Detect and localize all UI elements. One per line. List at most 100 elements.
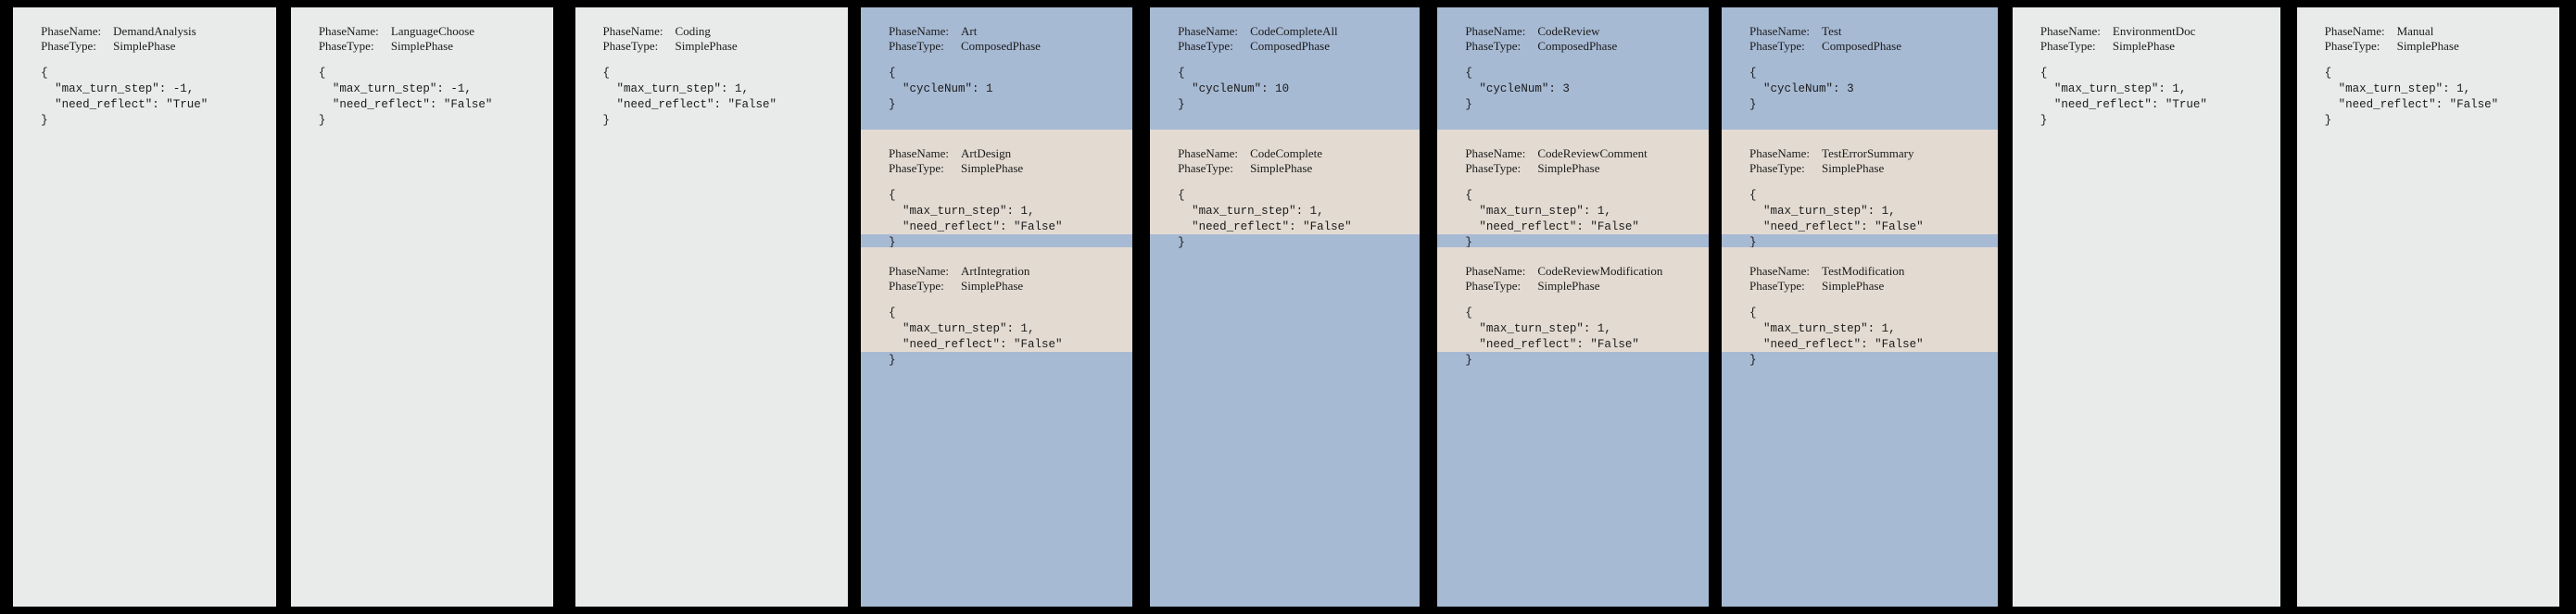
json-line: { xyxy=(2324,67,2332,80)
phase-name-label: PhaseName: xyxy=(602,24,663,38)
json-line: { xyxy=(1749,307,1757,320)
json-line: "need_reflect": "False" xyxy=(1465,338,1639,351)
phase-type-label-row: PhaseType:ComposedPhase xyxy=(1465,39,1709,54)
phase-separator-band xyxy=(1722,117,1998,130)
phase-name-label-row: PhaseName:DemandAnalysis xyxy=(41,24,276,39)
phase-name-value: Art xyxy=(961,24,978,38)
phase-name-value: Test xyxy=(1822,24,1842,38)
phase-name-label: PhaseName: xyxy=(2324,24,2385,38)
phase-type-label: PhaseType: xyxy=(1465,161,1522,175)
phase-name-label-row: PhaseName:EnvironmentDoc xyxy=(2040,24,2280,39)
phase-type-label: PhaseType: xyxy=(889,279,944,293)
phase-type-label-row: PhaseType:SimplePhase xyxy=(1178,161,1420,176)
phase-config-json: { "max_turn_step": -1, "need_reflect": "… xyxy=(41,66,276,129)
phase-name-label: PhaseName: xyxy=(1465,146,1526,160)
phase-type-label: PhaseType: xyxy=(889,39,944,53)
phase-type-label-row: PhaseType: ComposedPhase xyxy=(889,39,1132,54)
phase-config-json: { "cycleNum": 3} xyxy=(1465,66,1709,113)
json-line: { xyxy=(41,67,48,80)
phase-type-value: SimplePhase xyxy=(675,39,738,53)
json-line: { xyxy=(889,307,896,320)
json-line: } xyxy=(602,114,611,127)
phase-type-label: PhaseType: xyxy=(2324,39,2380,53)
phase-config-json: { "max_turn_step": 1, "need_reflect": "F… xyxy=(889,188,1132,251)
json-line: } xyxy=(889,236,896,249)
phase-separator-band xyxy=(1722,234,1998,247)
json-line: { xyxy=(889,189,896,202)
json-line: "need_reflect": "False" xyxy=(1749,338,1924,351)
phase-name-label: PhaseName: xyxy=(1178,146,1239,160)
phase-type-value: SimplePhase xyxy=(961,161,1024,175)
phase-name-label: PhaseName: xyxy=(1178,24,1239,38)
phase-name-label: PhaseName: xyxy=(41,24,102,38)
phase-name-label-row: PhaseName:ArtDesign xyxy=(889,146,1132,161)
phase-name-value: LanguageChoose xyxy=(390,24,475,38)
json-line: "max_turn_step": 1, xyxy=(2324,82,2471,95)
phase-config-json: { "cycleNum": 1} xyxy=(889,66,1132,113)
json-line: } xyxy=(1178,98,1185,111)
json-line: "max_turn_step": 1, xyxy=(889,205,1035,218)
phase-name-value: EnvironmentDoc xyxy=(2112,24,2196,38)
phase-type-value: ComposedPhase xyxy=(961,39,1041,53)
phase-name-label-row: PhaseName:TestErrorSummary xyxy=(1749,146,1998,161)
json-line: } xyxy=(41,114,48,127)
phase-name-label: PhaseName: xyxy=(889,24,949,38)
phase-type-label: PhaseType: xyxy=(318,39,374,53)
json-line: "need_reflect": "False" xyxy=(889,220,1063,233)
phase-config-json: { "max_turn_step": 1, "need_reflect": "F… xyxy=(1749,188,1998,251)
json-line: "max_turn_step": 1, xyxy=(602,82,750,95)
json-line: { xyxy=(318,67,326,80)
json-line: "need_reflect": "False" xyxy=(1465,220,1639,233)
json-line: "need_reflect": "False" xyxy=(1178,220,1352,233)
json-line: } xyxy=(889,354,896,367)
phase-separator-band xyxy=(861,234,1132,247)
phase-config-json: { "cycleNum": 10} xyxy=(1178,66,1420,113)
phase-name-value: CodeReviewComment xyxy=(1537,146,1648,160)
composed-phase-filler xyxy=(1722,352,1998,607)
phase-config-json: { "max_turn_step": 1, "need_reflect": "F… xyxy=(889,306,1132,369)
phase-type-label: PhaseType: xyxy=(1749,161,1805,175)
phase-separator-band xyxy=(1437,234,1709,247)
phase-name-label: PhaseName: xyxy=(1749,264,1811,278)
phase-type-label: PhaseType: xyxy=(602,39,659,53)
phase-name-label: PhaseName: xyxy=(1749,146,1811,160)
json-line: } xyxy=(1749,354,1757,367)
phase-name-label-row: PhaseName:CodeReviewModification xyxy=(1465,264,1709,279)
json-line: } xyxy=(1465,354,1472,367)
json-line: { xyxy=(1178,189,1185,202)
json-line: "need_reflect": "True" xyxy=(41,98,208,111)
phase-name-label: PhaseName: xyxy=(318,24,379,38)
phase-type-label: PhaseType: xyxy=(1178,39,1233,53)
phase-name-value: ArtDesign xyxy=(961,146,1012,160)
phase-type-label-row: PhaseType: SimplePhase xyxy=(603,39,848,54)
composed-phase-filler xyxy=(1150,234,1420,607)
phase-name-label: PhaseName: xyxy=(1465,264,1526,278)
json-line: { xyxy=(1465,189,1472,202)
json-line: "cycleNum": 3 xyxy=(1465,82,1570,95)
